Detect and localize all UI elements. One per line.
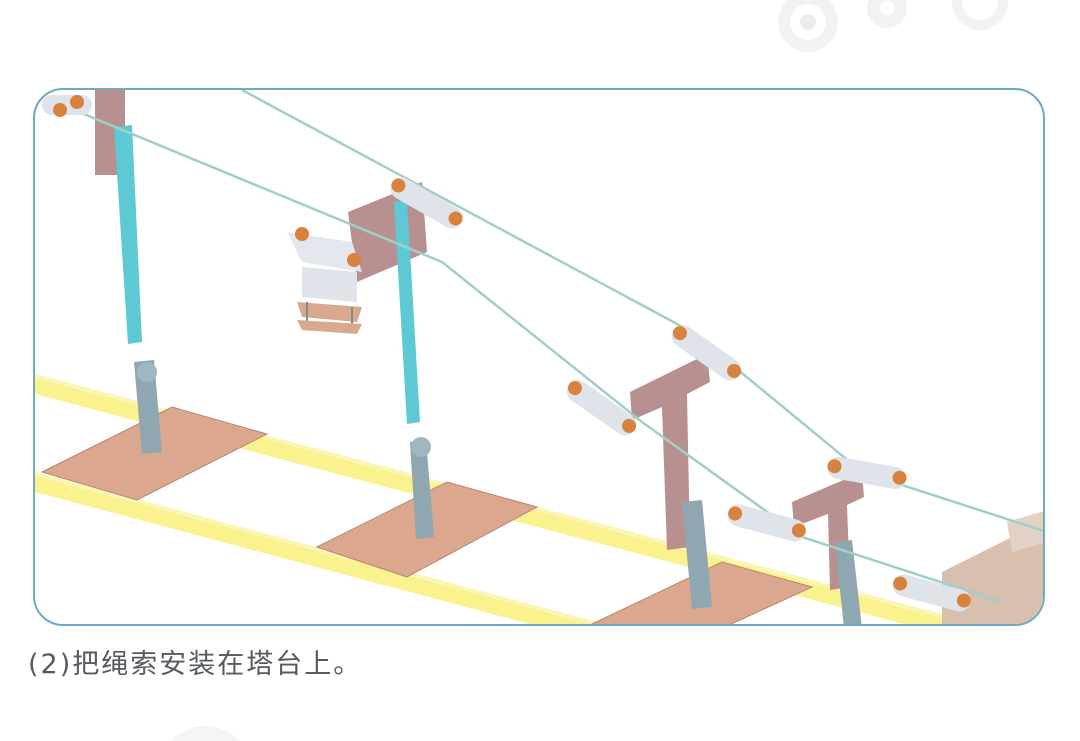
pulley-blocks bbox=[42, 95, 971, 612]
pole-gray-1 bbox=[134, 360, 162, 454]
base-plate-1 bbox=[40, 406, 269, 501]
tower-plate-3 bbox=[630, 354, 710, 550]
pole-cyan-2 bbox=[394, 200, 420, 424]
pole-gray-2 bbox=[410, 440, 434, 539]
pole-gray-3 bbox=[682, 500, 712, 609]
cable-car bbox=[287, 227, 362, 334]
cableway-illustration bbox=[35, 90, 1043, 624]
decorative-gear-icon bbox=[170, 726, 240, 741]
figure-frame bbox=[33, 88, 1045, 626]
decorative-gears-icon bbox=[778, 0, 1008, 52]
figure-caption: (2)把绳索安装在塔台上。 bbox=[28, 649, 363, 680]
pole-cyan-1 bbox=[114, 125, 142, 344]
pole-gray-4 bbox=[835, 540, 862, 624]
